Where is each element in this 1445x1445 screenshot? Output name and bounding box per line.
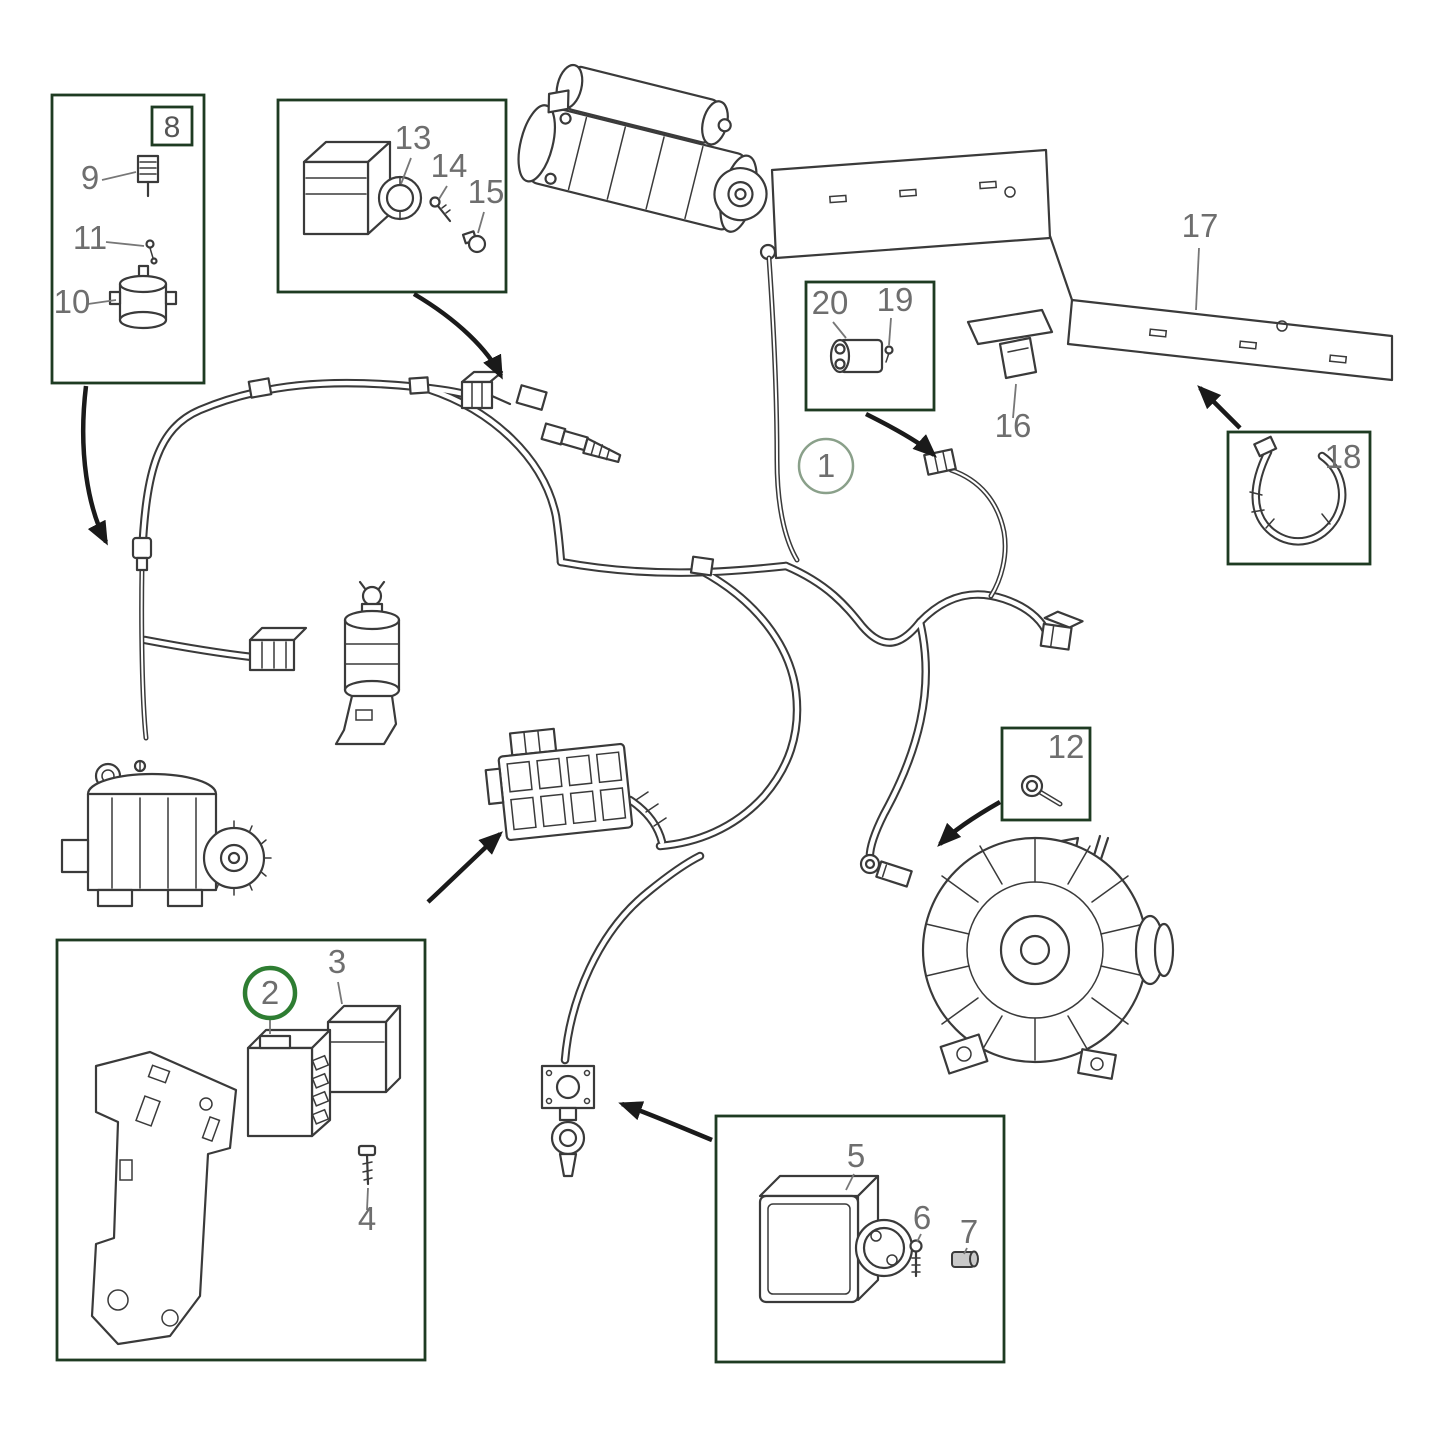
temperature-sensor-boot: [131, 536, 153, 572]
part-3-relay: [326, 1004, 402, 1094]
part-14-screw: [429, 196, 452, 223]
callout-5: 5: [847, 1137, 865, 1174]
arrow-from-box-13: [412, 292, 504, 380]
part-20-capacitor: [829, 338, 884, 374]
part-6-bolt: [909, 1239, 923, 1278]
inset-box-8-outline: [50, 93, 206, 385]
callout-11: 11: [73, 219, 107, 256]
starter-motor: [517, 63, 768, 233]
callout-17: 17: [1182, 207, 1219, 244]
inset-box-18-outline: [1226, 430, 1372, 566]
harness-clamp: [247, 377, 273, 399]
wiring-harness: [142, 258, 1049, 1060]
callout-1: 1: [817, 447, 835, 484]
part-13-ignition-module: [302, 140, 423, 236]
callout-1-circle: [797, 437, 855, 495]
callout-3: 3: [328, 943, 346, 980]
bracket-16: [966, 308, 1054, 380]
harness-tape-band: [645, 803, 659, 813]
callout-10: 10: [54, 283, 91, 320]
coolant-sensor: [515, 384, 622, 463]
callout-14: 14: [431, 147, 468, 184]
harness-ring-terminal: [859, 853, 913, 888]
arrow-from-box-8: [80, 385, 108, 546]
callout-2: 2: [261, 974, 279, 1011]
inset-box-2-outline: [55, 938, 427, 1362]
part-10-relay-canister: [108, 264, 178, 330]
highlight-circle-2: [242, 965, 298, 1021]
part-12-ring-terminal: [1020, 774, 1063, 807]
callout-20: 20: [812, 284, 849, 321]
inset-box-18: [1249, 435, 1347, 546]
part-11-pin: [145, 239, 158, 265]
part-2-relay: [246, 1028, 332, 1138]
callout-17-leader: [1195, 247, 1200, 311]
callout-8-frame: [150, 105, 194, 147]
callout-16: 16: [995, 407, 1032, 444]
harness-tape-band: [635, 791, 649, 801]
arrow-from-box-12: [937, 800, 1002, 847]
inset-box-8: [87, 154, 178, 330]
part-19-pin: [884, 345, 894, 363]
callout-18: 18: [1325, 438, 1362, 475]
callout-arrows: [80, 292, 1242, 1143]
callout-19: 19: [877, 281, 914, 318]
part-18-cable-strap: [1249, 435, 1347, 546]
callout-15: 15: [468, 173, 505, 210]
alternator: [921, 834, 1175, 1080]
inset-box-2: [90, 981, 402, 1346]
ignition-coil: [334, 580, 401, 746]
arrow-to-connector-block: [426, 831, 503, 904]
inset-box-20: [829, 317, 894, 374]
callout-6: 6: [913, 1199, 931, 1236]
callout-13: 13: [395, 119, 432, 156]
callout-4: 4: [358, 1200, 376, 1237]
main-connector-block: [484, 727, 634, 842]
part-9-valve: [136, 154, 160, 198]
part-7-cap: [951, 1250, 979, 1268]
callout-9: 9: [81, 159, 99, 196]
inset-box-20-outline: [804, 280, 936, 412]
inset-box-5: [758, 1173, 979, 1304]
callout-16-leader: [1012, 383, 1017, 419]
part-4-screw: [357, 1144, 377, 1186]
inset-box-13-outline: [276, 98, 508, 294]
harness-connector-top: [460, 370, 512, 410]
distributor-unit: [60, 759, 272, 908]
inset-box-5-outline: [714, 1114, 1006, 1364]
arrow-from-box-18: [1197, 385, 1242, 430]
coil-connector: [248, 626, 308, 672]
heat-shield-17: [770, 148, 1394, 382]
callout-12: 12: [1048, 728, 1085, 765]
mounting-bracket: [90, 1050, 238, 1346]
inset-box-13: [302, 140, 487, 254]
harness-clamp: [689, 555, 715, 577]
inset-box-12-outline: [1000, 726, 1092, 822]
bottom-connector-assembly: [540, 1064, 596, 1178]
callout-7: 7: [960, 1213, 978, 1250]
harness-clamp: [408, 376, 430, 395]
arrow-from-box-20: [864, 411, 937, 458]
harness-connector-right-end: [1039, 610, 1084, 651]
part-5-control-module: [758, 1174, 914, 1304]
part-15-bulb-plug: [461, 230, 487, 254]
harness-tape-band: [653, 817, 667, 827]
callout-8: 8: [164, 111, 181, 144]
inset-box-12: [1020, 774, 1063, 807]
arrow-from-box-5: [618, 1101, 713, 1143]
